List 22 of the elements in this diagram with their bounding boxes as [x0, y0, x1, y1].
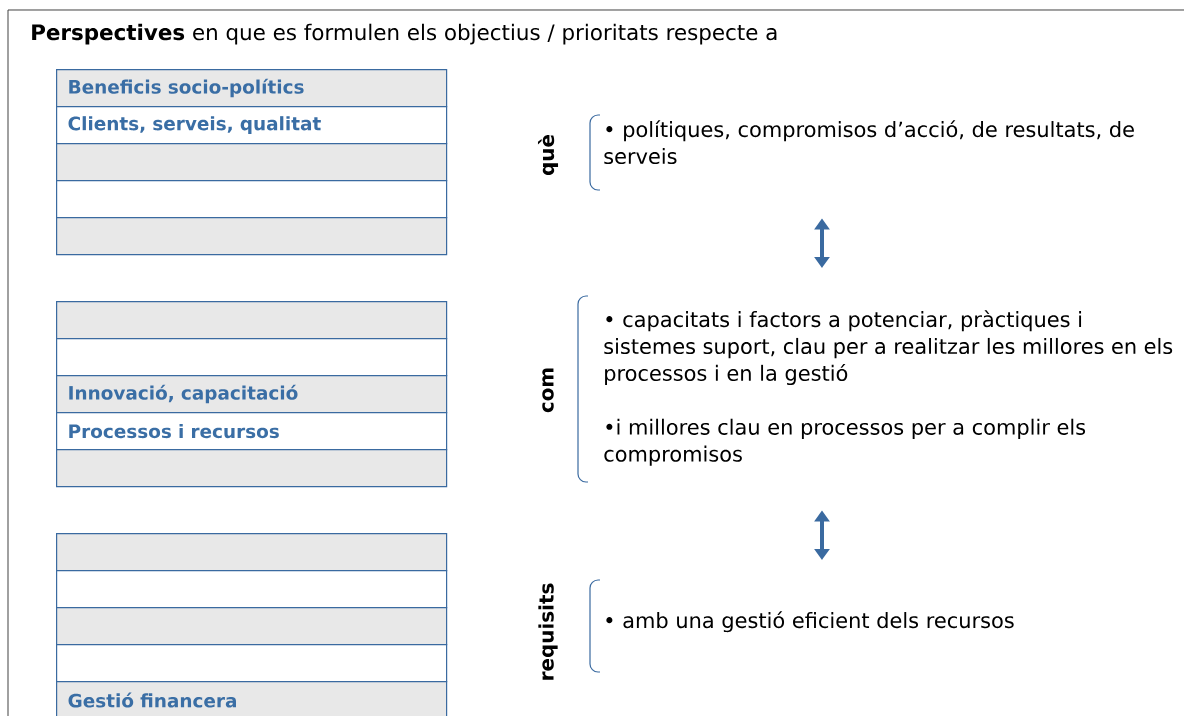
bullet-text: • capacitats i factors a potenciar, pràctiques i sistemes suport, clau per a realitzar les millores en els processos i en la gestió •i millores clau en processos per a complir els compromisos	[604, 310, 1173, 466]
title: Perspectives en que es formulen els objectius / prioritats respecte a	[32, 23, 777, 45]
bullet-text: • amb una gestió eficient dels recursos	[606, 611, 1014, 633]
table-row: Innovació, capacitació	[56, 375, 448, 414]
empty-row	[56, 607, 448, 646]
empty-row	[56, 180, 448, 219]
table-row: Clients, serveis, qualitat	[56, 106, 448, 145]
empty-row	[56, 644, 448, 683]
empty-row	[56, 533, 448, 572]
bullet-text: • polítiques, compromisos d’acció, de resultats, de serveis	[604, 120, 1134, 165]
side-heading: què	[537, 134, 559, 176]
empty-row	[56, 449, 448, 488]
side-heading: com	[542, 368, 554, 413]
empty-row	[56, 570, 448, 609]
table-row: Processos i recursos	[56, 412, 448, 451]
empty-row	[56, 217, 448, 256]
empty-row	[56, 143, 448, 182]
side-heading: requisits	[538, 583, 558, 680]
table-row: Gestió financera	[56, 681, 448, 716]
table-row: Beneficis socio-polítics	[56, 69, 448, 108]
empty-row	[56, 338, 448, 377]
empty-row	[56, 301, 448, 340]
